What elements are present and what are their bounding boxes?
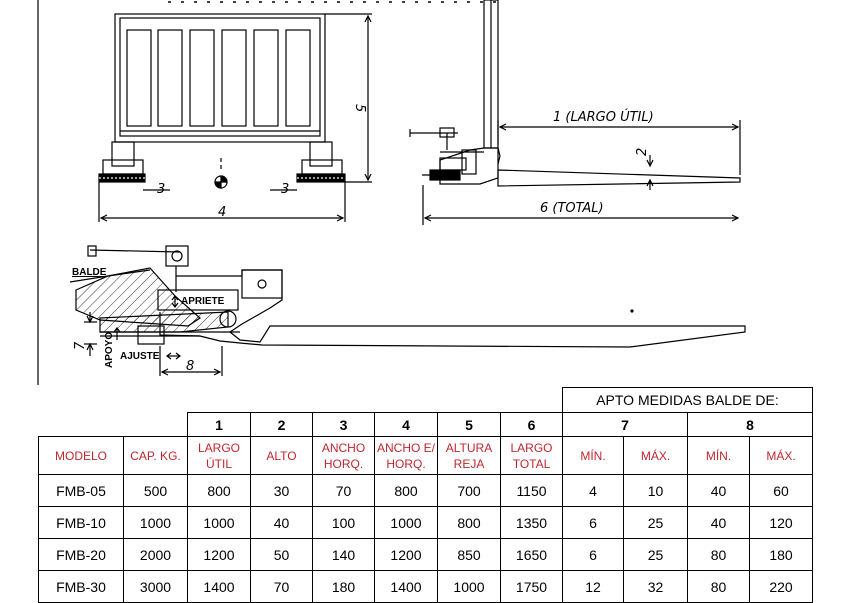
table-cell: 1350 <box>500 506 563 539</box>
col-number-7: 7 <box>562 412 688 437</box>
dim-1: 1 (LARGO ÚTIL) <box>553 109 654 125</box>
table-cell: 80 <box>687 538 750 571</box>
table-cell: 80 <box>687 570 750 603</box>
table-cell: 70 <box>250 570 313 603</box>
header-ancho-horq: ANCHO HORQ. <box>312 436 375 475</box>
dim-8: 8 <box>186 359 194 374</box>
table-cell: 25 <box>623 538 688 571</box>
header-max-7: MÁX. <box>623 436 688 475</box>
dim-7: 7 <box>73 341 88 350</box>
table-cell: 800 <box>437 506 501 539</box>
detail-view <box>69 245 746 376</box>
table-cell: 500 <box>123 474 188 507</box>
table-cell: 40 <box>687 506 750 539</box>
table-cell: 180 <box>312 570 375 603</box>
table-cell: 140 <box>312 538 375 571</box>
table-cell: 100 <box>312 506 375 539</box>
spec-table: APTO MEDIDAS BALDE DE: 1 2 3 4 5 6 7 8 M… <box>38 387 813 603</box>
header-largo-total: LARGO TOTAL <box>500 436 563 475</box>
table-cell: 850 <box>437 538 501 571</box>
label-apoyo: APOYO <box>104 332 115 368</box>
table-row: FMB-20 2000 1200 50 140 1200 850 1650 6 … <box>38 538 813 571</box>
dim-6: 6 (TOTAL) <box>540 201 604 216</box>
table-cell: 6 <box>562 538 624 571</box>
table-cell: 220 <box>749 570 813 603</box>
col-number-5: 5 <box>437 412 501 437</box>
table-cell: 4 <box>562 474 624 507</box>
table-cell: 1000 <box>437 570 501 603</box>
table-cell: 60 <box>749 474 813 507</box>
table-cell: 6 <box>562 506 624 539</box>
front-view <box>98 1 500 222</box>
col-number-2: 2 <box>250 412 313 437</box>
header-max-8: MÁX. <box>749 436 813 475</box>
label-ajuste: AJUSTE <box>120 351 160 362</box>
table-cell: 1200 <box>374 538 438 571</box>
cell-modelo: FMB-05 <box>38 474 124 507</box>
cell-modelo: FMB-30 <box>38 570 124 603</box>
label-balde: BALDE <box>72 267 107 278</box>
header-altura-reja: ALTURA REJA <box>437 436 501 475</box>
col-number-6: 6 <box>500 412 563 437</box>
table-cell: 1200 <box>187 538 251 571</box>
table-cell: 50 <box>250 538 313 571</box>
table-cell: 1000 <box>187 506 251 539</box>
table-cell: 32 <box>623 570 688 603</box>
table-cell: 180 <box>749 538 813 571</box>
col-number-3: 3 <box>312 412 375 437</box>
header-min-7: MÍN. <box>562 436 624 475</box>
header-ancho-e-horq: ANCHO E/ HORQ. <box>374 436 438 475</box>
header-largo-util: LARGO ÚTIL <box>187 436 251 475</box>
cell-modelo: FMB-20 <box>38 538 124 571</box>
table-cell: 40 <box>250 506 313 539</box>
table-cell: 1150 <box>500 474 563 507</box>
table-cell: 1400 <box>187 570 251 603</box>
table-cell: 1000 <box>374 506 438 539</box>
table-cell: 25 <box>623 506 688 539</box>
table-cell: 10 <box>623 474 688 507</box>
col-number-8: 8 <box>687 412 813 437</box>
col-number-4: 4 <box>374 412 438 437</box>
table-cell: 1750 <box>500 570 563 603</box>
blank-cell <box>39 413 188 437</box>
table-cell: 30 <box>250 474 313 507</box>
table-cell: 70 <box>312 474 375 507</box>
table-row: FMB-10 1000 1000 40 100 1000 800 1350 6 … <box>38 506 813 539</box>
header-alto: ALTO <box>250 436 313 475</box>
table-cell: 800 <box>187 474 251 507</box>
table-cell: 3000 <box>123 570 188 603</box>
table-cell: 800 <box>374 474 438 507</box>
table-row: FMB-05 500 800 30 70 800 700 1150 4 10 4… <box>38 474 813 507</box>
table-cell: 1650 <box>500 538 563 571</box>
blank-cell <box>39 388 563 413</box>
header-min-8: MÍN. <box>687 436 750 475</box>
cell-modelo: FMB-10 <box>38 506 124 539</box>
table-cell: 700 <box>437 474 501 507</box>
table-cell: 12 <box>562 570 624 603</box>
dim-2: 2 <box>635 148 650 156</box>
side-view <box>409 0 741 225</box>
table-cell: 2000 <box>123 538 188 571</box>
table-row: FMB-30 3000 1400 70 180 1400 1000 1750 1… <box>38 570 813 603</box>
table-cell: 1400 <box>374 570 438 603</box>
dim-3-right: 3 <box>281 182 289 197</box>
dim-4: 4 <box>218 205 226 220</box>
table-cell: 40 <box>687 474 750 507</box>
header-modelo: MODELO <box>38 436 124 475</box>
technical-drawing: 3 3 4 5 1 (LARGO ÚTIL) 2 6 (TOTAL) <box>37 0 746 385</box>
table-cell: 1000 <box>123 506 188 539</box>
group-header: APTO MEDIDAS BALDE DE: <box>562 387 813 413</box>
label-apriete: APRIETE <box>181 296 225 307</box>
dim-5: 5 <box>352 104 367 112</box>
header-cap-kg: CAP. KG. <box>123 436 188 475</box>
col-number-1: 1 <box>187 412 251 437</box>
table-cell: 120 <box>749 506 813 539</box>
dim-3-left: 3 <box>157 182 165 197</box>
